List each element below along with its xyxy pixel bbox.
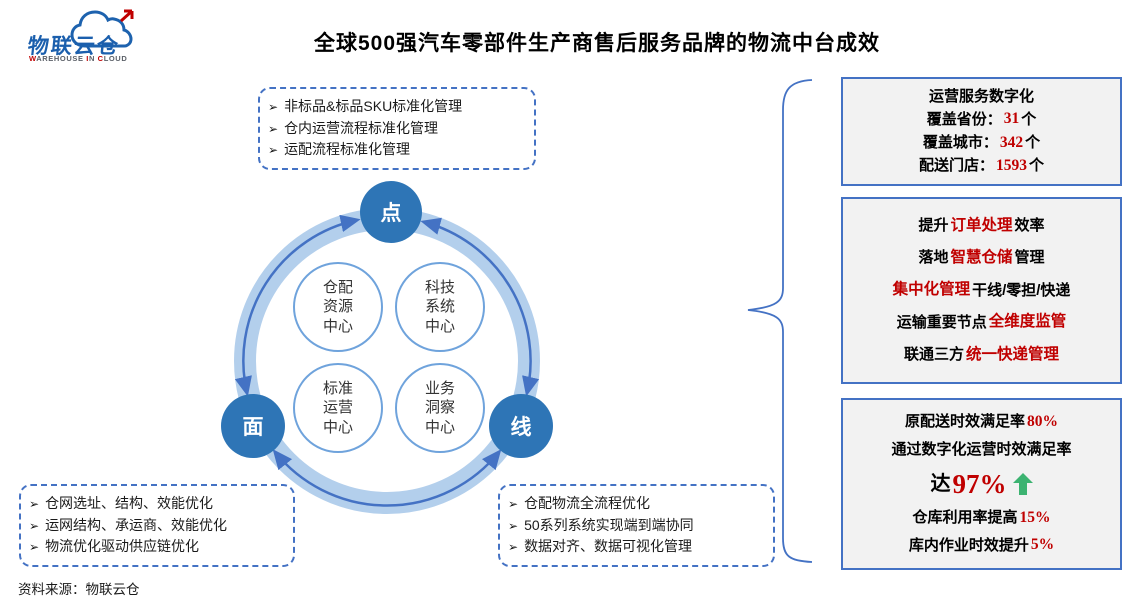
up-right-arrow-icon (119, 9, 134, 23)
arrow-bullet-icon: ➢ (268, 143, 279, 158)
page-title: 全球500强汽车零部件生产商售后服务品牌的物流中台成效 (313, 32, 881, 55)
list-item-text: 50系列系统实现端到端协同 (524, 516, 694, 533)
ring-arrow-bottom (272, 449, 502, 507)
list-item-text: 仓网选址、结构、效能优化 (45, 495, 214, 511)
stat-line: 库内作业时效提升 5% (908, 536, 1055, 554)
list-item-text: 非标品&标品SKU标准化管理 (284, 98, 463, 114)
efficiency-metrics-box: 原配送时效满足率 80% 通过数字化运营时效满足率 达 97% 仓库利用率提高 … (841, 398, 1122, 570)
list-item: ➢ 50系列系统实现端到端协同 (508, 515, 765, 537)
list-item: ➢ 运配流程标准化管理 (268, 139, 526, 161)
list-item: ➢ 物流优化驱动供应链优化 (29, 536, 285, 558)
arrow-bullet-icon: ➢ (268, 100, 279, 114)
arrow-bullet-icon: ➢ (508, 518, 519, 533)
list-item: ➢ 运网结构、承运商、效能优化 (29, 515, 285, 537)
list-item-text: 物流优化驱动供应链优化 (45, 538, 200, 555)
arrow-bullet-icon: ➢ (29, 540, 40, 555)
list-item-text: 运网结构、承运商、效能优化 (45, 516, 228, 533)
source-note: 资料来源：物联云仓 (18, 582, 140, 597)
center-standard-operations: 标准 运营 中心 (293, 363, 383, 453)
logo-subtitle: WAREHOUSE IN CLOUD (29, 54, 128, 63)
list-item: ➢ 仓内运营流程标准化管理 (268, 118, 526, 140)
stat-line: 覆盖省份： 31 个 (926, 110, 1037, 128)
list-item: ➢ 数据对齐、数据可视化管理 (508, 536, 765, 558)
logo: 物联云仓 WAREHOUSE IN CLOUD (26, 8, 148, 64)
list-item-text: 运配流程标准化管理 (284, 141, 411, 158)
list-item: ➢ 仓配物流全流程优化 (508, 493, 765, 515)
stat-line: 覆盖城市： 342 个 (922, 133, 1041, 151)
arrow-bullet-icon: ➢ (29, 518, 40, 533)
list-item-text: 仓配物流全流程优化 (524, 495, 651, 511)
stat-line: 原配送时效满足率 80% (904, 412, 1058, 431)
arrow-bullet-icon: ➢ (508, 540, 519, 555)
list-item: ➢ 仓网选址、结构、效能优化 (29, 493, 285, 515)
network-optimization-box: ➢ 仓网选址、结构、效能优化 ➢ 运网结构、承运商、效能优化 ➢ 物流优化驱动供… (19, 484, 295, 568)
arrow-bullet-icon: ➢ (268, 121, 279, 136)
stat-value: 31 (1003, 110, 1020, 128)
stat-value: 1593 (996, 156, 1027, 174)
center-business-insight: 业务 洞察 中心 (395, 363, 485, 453)
arrow-bullet-icon: ➢ (508, 497, 519, 511)
arrow-bullet-icon: ➢ (29, 497, 40, 511)
stat-line: 配送门店： 1593 个 (918, 156, 1045, 175)
management-improvements-box: 提升 订单处理 效率 落地 智慧仓储 管理 集中化管理 干线/零担/快递 运输重… (841, 197, 1122, 384)
text-line: 落地 智慧仓储 管理 (918, 248, 1045, 267)
stat-box-title: 运营服务数字化 (928, 87, 1034, 105)
cloud-icon (70, 9, 134, 48)
center-warehouse-resources: 仓配 资源 中心 (293, 262, 383, 352)
stat-line: 通过数字化运营时效满足率 (891, 440, 1072, 458)
up-arrow-icon (1012, 472, 1033, 495)
text-line: 运输重要节点 全维度监管 (896, 313, 1067, 331)
stat-line: 仓库利用率提高 15% (912, 508, 1051, 527)
list-item-text: 数据对齐、数据可视化管理 (524, 538, 693, 555)
stat-line-highlight: 达 97% (843, 468, 1120, 500)
standardization-box: ➢ 非标品&标品SKU标准化管理 ➢ 仓内运营流程标准化管理 ➢ 运配流程标准化… (258, 87, 536, 171)
ring-band (234, 208, 540, 514)
text-line: 集中化管理 干线/零担/快递 (892, 281, 1071, 299)
stat-value: 342 (999, 133, 1024, 151)
process-optimization-box: ➢ 仓配物流全流程优化 ➢ 50系列系统实现端到端协同 ➢ 数据对齐、数据可视化… (498, 484, 775, 568)
text-line: 提升 订单处理 效率 (918, 216, 1045, 234)
digitalization-stats-box: 运营服务数字化 覆盖省份： 31 个 覆盖城市： 342 个 配送门店： 159… (841, 77, 1122, 186)
center-tech-system: 科技 系统 中心 (395, 262, 485, 352)
node-point: 点 (360, 181, 422, 243)
node-line: 线 (489, 394, 553, 458)
logo-name: 物联云仓 (26, 35, 122, 58)
text-line: 联通三方 统一快递管理 (903, 345, 1060, 364)
list-item-text: 仓内运营流程标准化管理 (284, 119, 439, 136)
list-item: ➢ 非标品&标品SKU标准化管理 (268, 96, 526, 118)
node-area: 面 (221, 394, 285, 458)
